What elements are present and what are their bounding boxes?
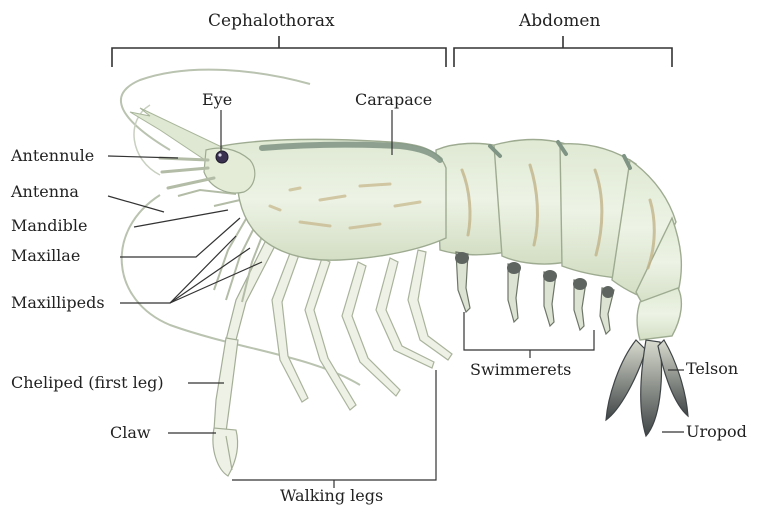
carapace-shape bbox=[222, 139, 446, 260]
label-antenna: Antenna bbox=[11, 184, 79, 200]
leader-mandible bbox=[134, 210, 228, 227]
antenna-whip-upper bbox=[121, 70, 310, 150]
tail-fan bbox=[606, 340, 688, 436]
label-carapace: Carapace bbox=[355, 92, 432, 108]
abdomen-segment-2 bbox=[494, 140, 566, 264]
cheliped-lower bbox=[214, 338, 238, 432]
walking-leg-5 bbox=[408, 250, 452, 360]
abdomen-group bbox=[436, 140, 681, 340]
eye-highlight bbox=[218, 153, 221, 156]
label-mandible: Mandible bbox=[11, 218, 87, 234]
label-cephalothorax: Cephalothorax bbox=[208, 13, 335, 30]
uropod-left bbox=[606, 340, 646, 420]
label-antennule: Antennule bbox=[11, 148, 94, 164]
walking-legs-group bbox=[272, 248, 452, 410]
label-abdomen: Abdomen bbox=[519, 13, 600, 30]
uropod-right bbox=[658, 340, 688, 416]
cheliped-upper bbox=[226, 236, 278, 340]
swimmerets-bracket bbox=[464, 312, 594, 358]
label-telson: Telson bbox=[686, 361, 738, 377]
leader-maxillae bbox=[120, 218, 240, 257]
label-uropod: Uropod bbox=[686, 424, 747, 440]
label-cheliped: Cheliped (first leg) bbox=[11, 375, 164, 391]
label-maxillipeds: Maxillipeds bbox=[11, 295, 105, 311]
walking-legs-bracket bbox=[232, 370, 436, 488]
abdomen-bracket bbox=[454, 36, 672, 67]
label-walking-legs: Walking legs bbox=[280, 488, 383, 504]
cheliped-group bbox=[213, 236, 278, 476]
eye-dot bbox=[216, 151, 228, 163]
walking-leg-2 bbox=[305, 258, 356, 410]
label-maxillae: Maxillae bbox=[11, 248, 80, 264]
walking-leg-1 bbox=[272, 248, 308, 402]
telson-shape bbox=[641, 340, 662, 436]
walking-leg-4 bbox=[376, 258, 434, 368]
label-swimmerets: Swimmerets bbox=[470, 362, 571, 378]
label-claw: Claw bbox=[110, 425, 151, 441]
label-eye: Eye bbox=[202, 92, 232, 108]
claw-shape bbox=[213, 428, 238, 476]
cephalothorax-bracket bbox=[112, 36, 446, 67]
